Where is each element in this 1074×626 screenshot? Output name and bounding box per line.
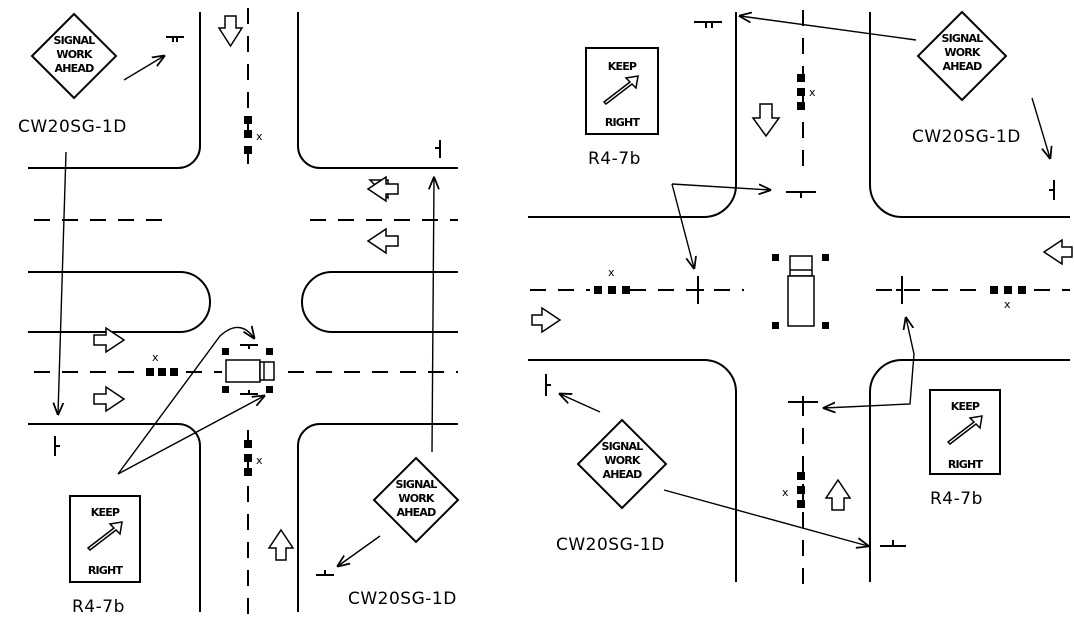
signal-head-icon [54,436,60,456]
channelizer-group-south: x [244,440,263,476]
channelizer-group-north: x [244,116,263,154]
sign-line-ahead: AHEAD [55,62,95,75]
keep-right-sign: KEEP RIGHT [929,389,1001,475]
sign-line-keep: KEEP [91,506,120,519]
lane-arrow-right-icon [93,385,126,413]
sign-code-label: R4-7b [588,149,641,169]
signal-head-icon [435,140,441,158]
signal-head-icon [786,191,816,198]
sign-line-right: RIGHT [948,458,984,471]
sign-line-ahead: AHEAD [603,468,643,481]
diagonal-arrow-icon [86,521,123,551]
diagonal-arrow-icon [602,75,639,105]
sign-code-label: R4-7b [930,489,983,509]
signal-work-ahead-sign: SIGNAL WORK AHEAD [916,10,1008,102]
sign-line-ahead: AHEAD [397,506,437,519]
flagger-mark: x [608,266,615,279]
lane-arrow-up-icon [824,478,852,511]
keep-right-sign: KEEP RIGHT [69,495,141,583]
signal-head-icon [545,374,551,396]
lane-arrow-right-icon [93,326,126,354]
lane-arrow-right-icon [531,306,562,334]
channelizer-group-west: x [594,266,630,294]
sign-line-signal: SIGNAL [602,440,644,453]
flagger-mark: x [152,351,159,364]
sign-line-work: WORK [604,454,641,467]
sign-line-right: RIGHT [605,116,641,129]
lane-arrow-left-icon [1042,238,1073,266]
signal-head-icon [316,570,334,576]
signal-head-icon [788,396,818,403]
signal-head-icon [1049,180,1055,200]
channelizer-group-south: x [782,472,805,508]
lane-arrow-up-icon [267,528,295,561]
work-vehicle-icon [222,344,275,395]
signal-head-icon [896,276,903,304]
left-diagram: x x x [18,8,460,617]
sign-line-signal: SIGNAL [942,32,984,45]
sign-line-work: WORK [56,48,93,61]
sign-code-label: R4-7b [72,597,125,617]
signal-head-icon [694,21,722,28]
sign-code-label: CW20SG-1D [18,117,127,137]
channelizer-group-west: x [146,351,178,376]
sign-line-signal: SIGNAL [396,478,438,491]
channelizer-group-east: x [990,286,1026,311]
lane-arrow-down-icon [751,103,781,138]
signal-work-ahead-sign: SIGNAL WORK AHEAD [30,12,118,100]
flagger-mark: x [809,86,816,99]
channelizer-group-north: x [797,74,816,110]
signal-head-icon [166,36,184,42]
flagger-mark: x [1004,298,1011,311]
flagger-mark: x [256,454,263,467]
keep-right-sign: KEEP RIGHT [585,47,659,135]
sign-line-signal: SIGNAL [54,34,96,47]
sign-line-right: RIGHT [88,564,124,577]
flagger-mark: x [782,486,789,499]
signal-work-ahead-sign: SIGNAL WORK AHEAD [372,456,460,544]
signal-work-ahead-sign: SIGNAL WORK AHEAD [576,418,668,510]
right-diagram: x x x x [528,10,1073,590]
sign-line-keep: KEEP [608,60,637,73]
signal-head-icon [697,276,704,304]
diagonal-arrow-icon [946,415,983,445]
flagger-mark: x [256,130,263,143]
sign-code-label: CW20SG-1D [912,127,1021,147]
sign-line-ahead: AHEAD [943,60,983,73]
lane-arrow-left-icon [366,175,399,203]
sign-line-work: WORK [944,46,981,59]
sign-code-label: CW20SG-1D [556,535,665,555]
sign-code-label: CW20SG-1D [348,589,457,609]
signal-head-icon [880,540,906,547]
sign-line-work: WORK [398,492,435,505]
lane-arrow-down-icon [217,15,244,48]
lane-arrow-left-icon [366,227,399,255]
work-vehicle-icon [772,254,829,329]
sign-line-keep: KEEP [951,400,980,413]
